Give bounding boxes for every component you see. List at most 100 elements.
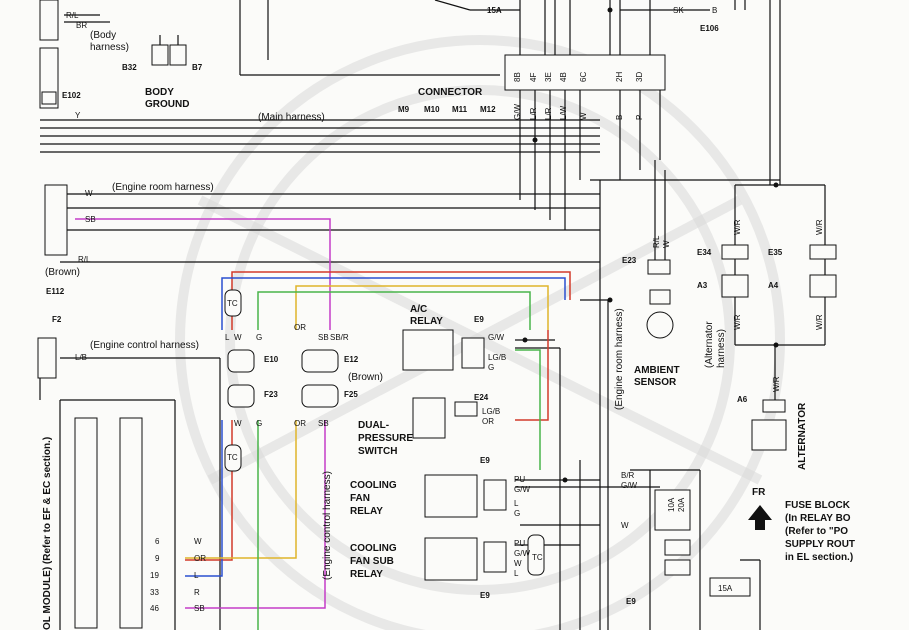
text-labels: R/L BR (Body harness) BODY GROUND (Main … xyxy=(42,6,855,630)
code-w-4: W xyxy=(621,521,629,530)
conn-e23: E23 xyxy=(622,256,637,265)
code-wr-4: W/R xyxy=(815,314,824,330)
conn-e24: E24 xyxy=(474,393,489,402)
label-body-ground-1: BODY xyxy=(145,87,174,98)
ecm-wire-l: L xyxy=(194,571,199,580)
connector-ids: B32 B7 E102 E106 M9 M10 M11 M12 E112 F2 … xyxy=(46,24,783,606)
ecm-wire-r: R xyxy=(194,588,200,597)
ecm-pin-9: 9 xyxy=(155,554,160,563)
code-br-3: B/R xyxy=(621,471,635,480)
conn-e34: E34 xyxy=(697,248,712,257)
code-tc-1: TC xyxy=(227,299,238,308)
conn-f23: F23 xyxy=(264,390,278,399)
label-engine-control-harness: (Engine control harness) xyxy=(90,340,199,351)
code-b-top-2: B xyxy=(615,115,624,120)
label-cooling-fan-relay-1: COOLING xyxy=(350,480,397,491)
code-p-top: P xyxy=(635,115,644,120)
wire-yellow-1 xyxy=(295,285,549,330)
label-fuse-block-5: in EL section.) xyxy=(785,552,853,563)
code-wr-2: W/R xyxy=(815,219,824,235)
label-engine-control-harness-vertical: (Engine control harness) xyxy=(322,471,333,580)
label-cooling-fan-sub-relay-2: FAN SUB xyxy=(350,556,394,567)
code-g-1: G xyxy=(256,333,262,342)
label-body-harness-1: (Body xyxy=(90,30,116,41)
wire-b-top: B xyxy=(712,6,717,15)
ecm-wire-or: OR xyxy=(194,554,206,563)
wire-sb-pink-ecm xyxy=(185,420,326,609)
code-l-3: L xyxy=(514,569,519,578)
ecm-pins: 6 W 9 OR 19 L 33 R 46 SB xyxy=(150,537,206,613)
code-or-3: OR xyxy=(294,419,306,428)
code-g-4: G xyxy=(256,419,262,428)
code-g-3: G xyxy=(514,509,520,518)
wire-sb-1: SB xyxy=(85,215,96,224)
conn-f2: F2 xyxy=(52,315,62,324)
code-w-3: W xyxy=(514,559,522,568)
code-lgb-1: LG/B xyxy=(488,353,506,362)
ecm-wire-w: W xyxy=(194,537,202,546)
code-wr-3: W/R xyxy=(733,314,742,330)
conn-a4: A4 xyxy=(768,281,779,290)
code-l-2: L xyxy=(514,499,519,508)
label-dual-pressure-2: PRESSURE xyxy=(358,433,413,444)
conn-a6: A6 xyxy=(737,395,748,404)
wire-y: Y xyxy=(75,111,81,120)
label-body-harness-2: harness) xyxy=(90,42,129,53)
pin-2h: 2H xyxy=(615,72,624,82)
code-w-2: W xyxy=(234,333,242,342)
ecm-pin-46: 46 xyxy=(150,604,159,613)
fuse-20a: 20A xyxy=(677,497,686,512)
code-gw-top: G/W xyxy=(513,104,522,120)
wire-br-top: BR xyxy=(76,21,87,30)
label-alternator: ALTERNATOR xyxy=(797,402,808,470)
code-pu-2: PU xyxy=(514,539,525,548)
wire-sk: SK xyxy=(673,6,684,15)
conn-e9-3: E9 xyxy=(480,591,490,600)
code-or-1: OR xyxy=(294,323,306,332)
conn-b7: B7 xyxy=(192,63,203,72)
conn-e106: E106 xyxy=(700,24,719,33)
conn-m11: M11 xyxy=(452,105,468,114)
label-ac-relay-2: RELAY xyxy=(410,316,443,327)
code-gw-4: G/W xyxy=(621,481,637,490)
conn-e9-1: E9 xyxy=(474,315,484,324)
pin-4f: 4F xyxy=(529,73,538,82)
pin-6c: 6C xyxy=(579,72,588,82)
label-fuse-block-4: SUPPLY ROUT xyxy=(785,539,855,550)
code-pu-1: PU xyxy=(514,475,525,484)
conn-e10: E10 xyxy=(264,355,279,364)
code-gw-1: G/W xyxy=(488,333,504,342)
label-body-ground-2: GROUND xyxy=(145,99,189,110)
code-lw-top: L/W xyxy=(559,105,568,120)
label-fuse-block-2: (In RELAY BO xyxy=(785,513,851,524)
label-ac-relay-1: A/C xyxy=(410,304,427,315)
label-brown-1: (Brown) xyxy=(45,267,80,278)
code-sb-3: SB xyxy=(318,419,329,428)
label-ecm-side: OL MODULE) (Refer to EF & EC section.) xyxy=(42,437,53,630)
label-cooling-fan-sub-relay-3: RELAY xyxy=(350,569,383,580)
connector-shapes xyxy=(37,0,837,629)
code-w-ambient: W xyxy=(662,240,671,248)
wire-sb-pink xyxy=(75,218,331,330)
label-cooling-fan-relay-3: RELAY xyxy=(350,506,383,517)
pin-4b: 4B xyxy=(559,72,568,82)
wire-green-3 xyxy=(515,349,541,470)
conn-e112: E112 xyxy=(46,287,65,296)
label-engine-room-harness: (Engine room harness) xyxy=(112,182,214,193)
conn-m9: M9 xyxy=(398,105,410,114)
code-wr-5: W/R xyxy=(772,376,781,392)
label-ambient-sensor-2: SENSOR xyxy=(634,377,677,388)
pin-3e: 3E xyxy=(544,72,553,82)
wire-red-3 xyxy=(515,330,549,421)
wire-yellow-2 xyxy=(185,420,297,559)
fuse-15a-bottom: 15A xyxy=(718,584,733,593)
ecm-pin-33: 33 xyxy=(150,588,159,597)
wire-green-1 xyxy=(257,291,531,330)
conn-a3: A3 xyxy=(697,281,708,290)
label-alternator-harness-2: harness) xyxy=(716,329,727,368)
label-fuse-15a: 15A xyxy=(487,6,502,15)
ground-b7 xyxy=(169,35,187,66)
ground-b32 xyxy=(151,35,169,66)
code-tc-3: TC xyxy=(532,553,543,562)
code-w-5: W xyxy=(234,419,242,428)
